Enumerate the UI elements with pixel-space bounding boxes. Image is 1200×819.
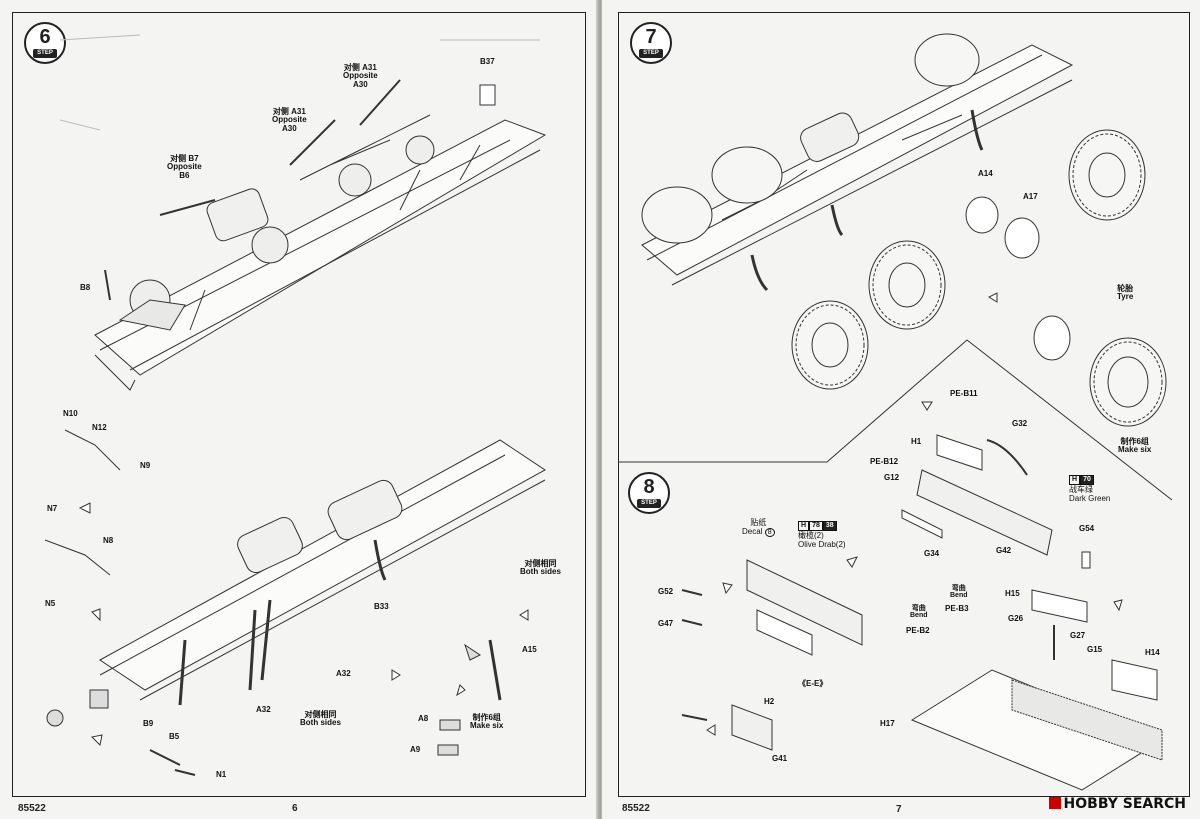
book-spine	[596, 0, 604, 819]
decal-cn: 贴纸	[750, 518, 767, 527]
label-pe-b3: PE-B3	[945, 604, 969, 613]
step8-tag: STEP	[637, 499, 661, 508]
decal-callout: 贴纸 Decal 8	[742, 518, 775, 538]
label-a32-a: A32	[336, 669, 351, 678]
label-n10: N10	[63, 409, 78, 418]
label-g42: G42	[996, 546, 1012, 555]
step7-badge: 7 STEP	[630, 22, 672, 64]
step7-tag: STEP	[639, 49, 663, 58]
label-n1: N1	[216, 770, 227, 779]
label-a17: A17	[1023, 192, 1038, 201]
left-page: 6 STEP	[0, 0, 598, 819]
label-b8: B8	[80, 283, 91, 292]
step6-frame	[12, 12, 586, 797]
label-g54: G54	[1079, 524, 1095, 533]
label-a30-mid: 对侧 A31 Opposite A30	[272, 107, 307, 133]
label-e-e: 《E-E》	[798, 679, 828, 688]
label-h17: H17	[880, 719, 895, 728]
watermark: HOBBY SEARCH	[1048, 796, 1186, 812]
paint-olive-h: H	[798, 521, 810, 532]
step8-number: 8	[643, 476, 655, 498]
decal-en: Decal	[742, 527, 763, 537]
label-h2: H2	[764, 697, 775, 706]
label-both-sides-1: 对侧相同 Both sides	[520, 559, 561, 577]
step7-8-diagram	[618, 33, 1173, 791]
label-a30-top: 对侧 A31 Opposite A30	[343, 63, 378, 89]
label-g47: G47	[658, 619, 674, 628]
label-n12: N12	[92, 423, 107, 432]
label-g15: G15	[1087, 645, 1103, 654]
paint-code-70: 70	[1080, 475, 1094, 486]
label-g34: G34	[924, 549, 940, 558]
label-b5: B5	[169, 732, 180, 741]
label-h1: H1	[911, 437, 922, 446]
label-bend-2: 弯曲 Bend	[950, 585, 968, 600]
label-g32: G32	[1012, 419, 1028, 428]
paint-olive-38: 38	[822, 521, 837, 532]
step8-badge: 8 STEP	[628, 472, 670, 514]
step6-number: 6	[39, 26, 51, 48]
label-a14: A14	[978, 169, 993, 178]
paint-olive-en: Olive Drab(2)	[798, 540, 846, 550]
page-number-left: 6	[292, 803, 298, 814]
page-number-right: 7	[896, 804, 902, 815]
label-both-sides-2: 对侧相同 Both sides	[300, 710, 341, 728]
label-g26: G26	[1008, 614, 1024, 623]
label-n9: N9	[140, 461, 151, 470]
paint-code-h: H	[1069, 475, 1081, 486]
label-b9: B9	[143, 719, 154, 728]
label-b33: B33	[374, 602, 389, 611]
paint-olive-cn: 橄榄(2)	[798, 531, 824, 541]
label-g41: G41	[772, 754, 788, 763]
label-a32-b: A32	[256, 705, 271, 714]
label-pe-b11: PE-B11	[950, 389, 978, 398]
step7-number: 7	[645, 26, 657, 48]
label-tyre: 轮胎 Tyre	[1117, 284, 1134, 302]
label-pe-b12: PE-B12	[870, 457, 899, 466]
label-a9: A9	[410, 745, 421, 754]
model-number-right: 85522	[622, 803, 650, 814]
label-h15: H15	[1005, 589, 1020, 598]
watermark-logo-icon	[1048, 797, 1061, 809]
paint-dark-green-en: Dark Green	[1069, 494, 1111, 504]
paint-olive-78: 78	[809, 521, 823, 532]
label-g52: G52	[658, 587, 674, 596]
watermark-text: HOBBY SEARCH	[1063, 796, 1186, 812]
label-bend-1: 弯曲 Bend	[910, 605, 928, 620]
label-g12: G12	[884, 473, 900, 482]
label-b6: 对侧 B7 Opposite B6	[167, 154, 202, 180]
label-n8: N8	[103, 536, 114, 545]
step6-badge: 6 STEP	[24, 22, 66, 64]
label-a8: A8	[418, 714, 429, 723]
label-n7: N7	[47, 504, 58, 513]
paint-dark-green-cn: 战车绿	[1069, 485, 1093, 495]
label-a15: A15	[522, 645, 537, 654]
right-page: 7 STEP 8 STEP A14 A17 轮胎 Tyre 制作6组 Make …	[602, 0, 1200, 819]
label-n5: N5	[45, 599, 56, 608]
decal-number: 8	[764, 528, 775, 538]
steps-7-8-frame	[618, 12, 1190, 797]
label-h14: H14	[1145, 648, 1160, 657]
model-number-left: 85522	[18, 803, 46, 814]
label-b37: B37	[480, 57, 495, 66]
step6-tag: STEP	[33, 49, 57, 58]
label-g27: G27	[1070, 631, 1086, 640]
label-make-six-right: 制作6组 Make six	[1118, 437, 1152, 455]
step6-diagram	[44, 34, 547, 776]
label-pe-b2: PE-B2	[906, 626, 930, 635]
label-make-six-left: 制作6组 Make six	[470, 713, 504, 731]
